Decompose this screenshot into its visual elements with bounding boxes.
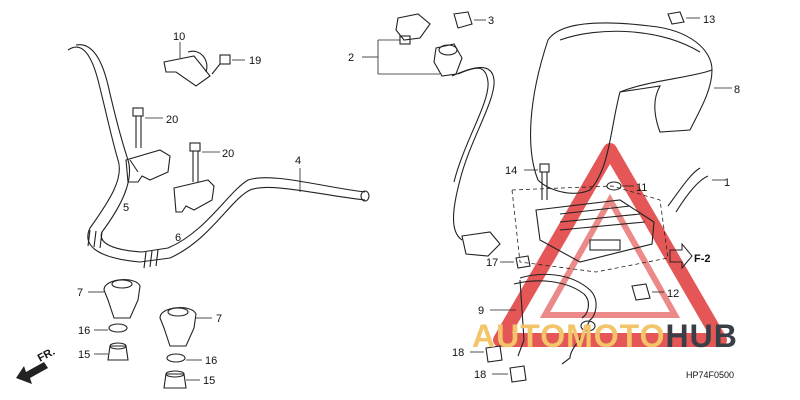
washer-16b [166, 353, 202, 363]
stay-9 [490, 273, 597, 365]
label-part-2: 2 [348, 52, 354, 64]
label-part-1: 1 [724, 177, 730, 189]
clip-3 [453, 11, 486, 29]
label-part-17: 17 [486, 257, 498, 269]
upper-holder-5 [125, 149, 171, 183]
grommet-11 [606, 181, 634, 191]
label-part-20b: 20 [222, 148, 234, 160]
label-part-3: 3 [488, 15, 494, 27]
watermark-auto: AUTO [472, 318, 567, 354]
label-part-4: 4 [295, 155, 301, 167]
label-part-15b: 15 [203, 375, 215, 387]
bolt-19 [211, 54, 245, 75]
label-part-8: 8 [734, 84, 740, 96]
lower-holder-7b [159, 307, 212, 347]
watermark-moto: MOTO [566, 318, 666, 354]
handlebar [67, 44, 370, 269]
washer-16a [94, 323, 128, 333]
upper-holder-6 [173, 179, 215, 213]
front-direction-label: FR. [36, 346, 57, 365]
label-part-7b: 7 [216, 313, 222, 325]
label-part-18a: 18 [452, 347, 464, 359]
label-part-10: 10 [173, 31, 185, 43]
bolt-20a [132, 107, 163, 148]
label-part-11: 11 [636, 182, 647, 194]
label-part-16a: 16 [78, 325, 90, 337]
label-part-14: 14 [505, 165, 517, 177]
nut-15a [94, 342, 129, 361]
hose-1 [667, 167, 726, 213]
bolt-20b [189, 142, 220, 182]
nut-18b [492, 365, 527, 383]
nut-15b [163, 370, 200, 389]
label-part-13: 13 [703, 14, 715, 26]
watermark-hub: HUB [665, 318, 738, 354]
label-part-5: 5 [123, 202, 129, 214]
meter-cover-8 [530, 22, 732, 194]
label-part-20a: 20 [166, 114, 178, 126]
lower-holder-7a [88, 279, 141, 319]
nut-18a [470, 345, 503, 363]
bolt-14 [524, 163, 550, 200]
label-part-16b: 16 [205, 355, 217, 367]
nut-17 [500, 255, 531, 269]
watermark-triangle [493, 143, 727, 347]
clip-13 [667, 11, 700, 25]
label-part-15a: 15 [78, 349, 90, 361]
nut-12 [631, 283, 664, 301]
ignition-switch [362, 13, 501, 257]
front-arrow-icon [16, 362, 48, 384]
diagram-code: HP74F0500 [686, 370, 734, 380]
label-part-19: 19 [249, 55, 261, 67]
label-part-9: 9 [478, 305, 484, 317]
label-part-18b: 18 [474, 369, 486, 381]
label-part-12: 12 [667, 288, 679, 300]
watermark-logo: AUTOMOTOHUB [472, 318, 738, 355]
meter-assembly [511, 185, 669, 273]
reference-arrow-icon [669, 242, 693, 270]
reference-label: F-2 [694, 253, 711, 265]
label-part-7a: 7 [77, 287, 83, 299]
bracket-10 [163, 42, 211, 87]
label-part-6: 6 [175, 232, 181, 244]
